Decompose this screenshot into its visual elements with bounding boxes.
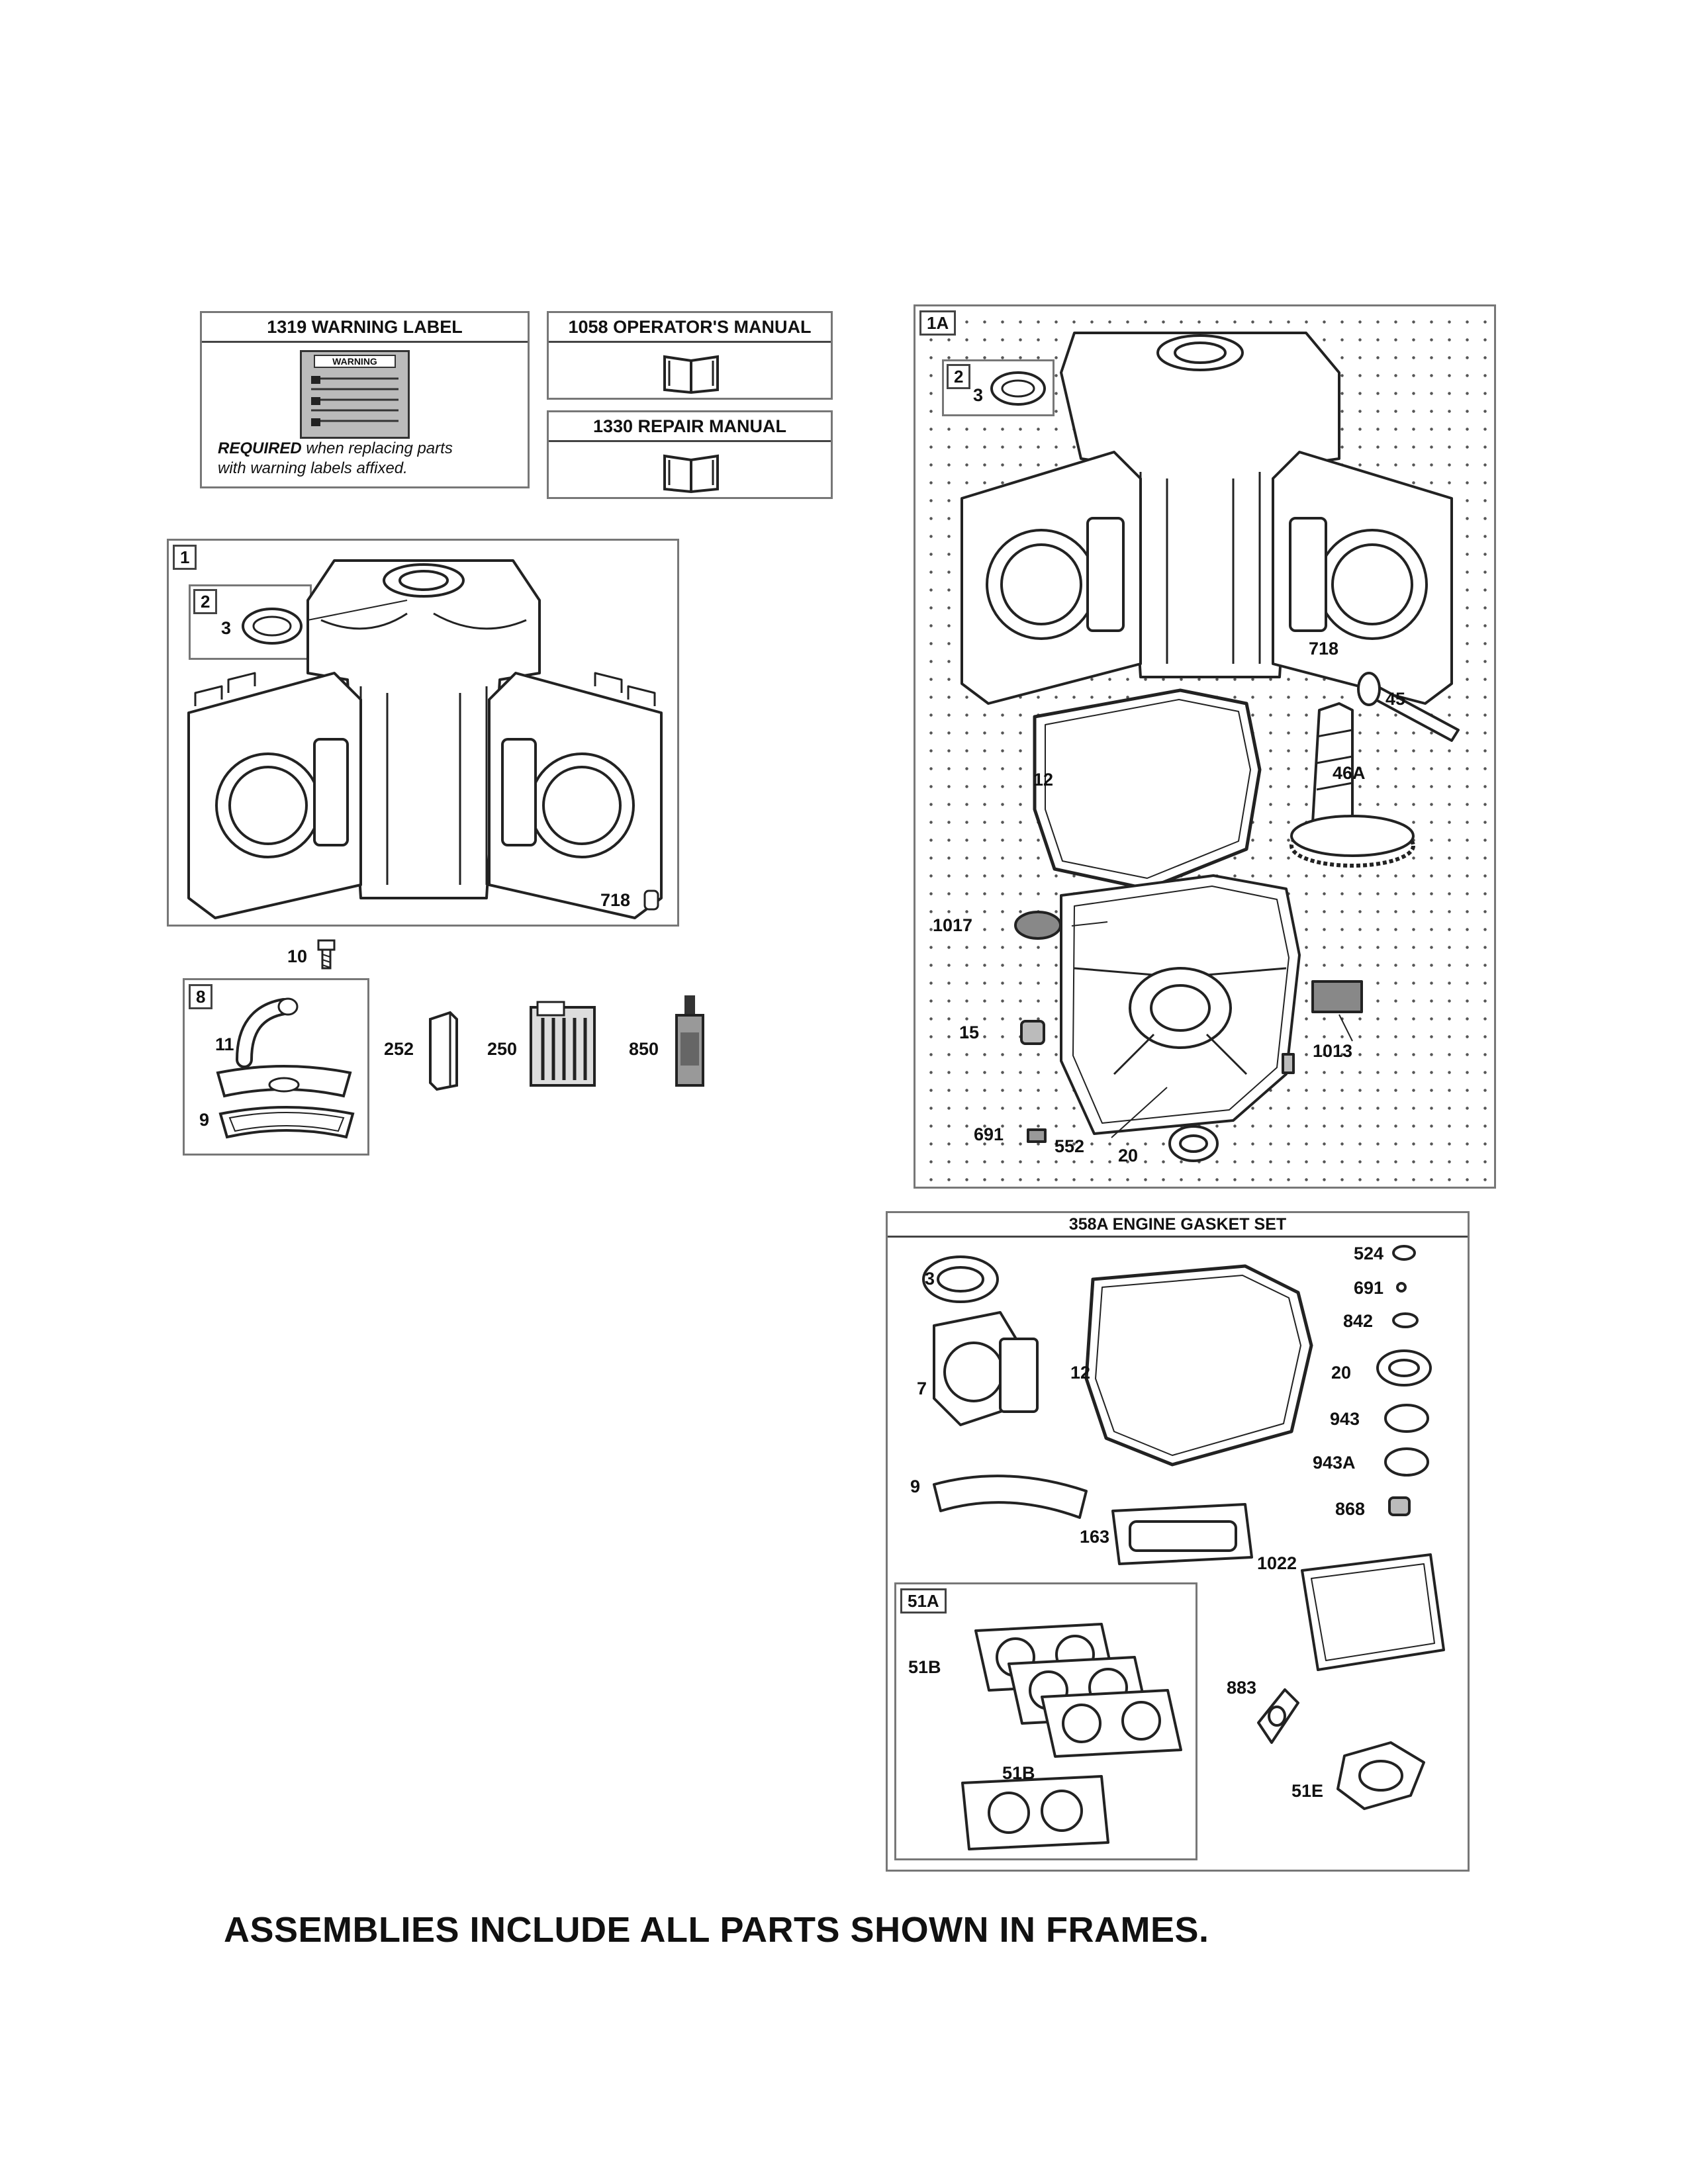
subframe-tag: 51A: [900, 1588, 947, 1614]
subframe-51A-intake-gaskets: 51A 51B 51B: [894, 1582, 1197, 1860]
assemblies-footer-note: ASSEMBLIES INCLUDE ALL PARTS SHOWN IN FR…: [224, 1910, 1209, 1950]
warning-label-title: 1319 WARNING LABEL: [202, 313, 528, 343]
cylinder-block-drawing: [961, 332, 1460, 1162]
cylinder-block-drawing: [187, 559, 663, 919]
breather-cover-icon: [216, 1065, 352, 1098]
part-label-943A: 943A: [1313, 1453, 1356, 1473]
part-label-868: 868: [1335, 1499, 1366, 1519]
warning-label-note: REQUIRED when replacing parts with warni…: [218, 439, 453, 478]
sealant-pack-icon: [530, 1001, 596, 1087]
warning-sticker-image: WARNING: [300, 350, 410, 439]
warning-label-box: 1319 WARNING LABEL WARNING REQUIRED when…: [200, 311, 530, 488]
part-label-11: 11: [215, 1034, 234, 1054]
part-label-10: 10: [287, 946, 308, 966]
part-label-691: 691: [1354, 1278, 1384, 1298]
part-label-20: 20: [1118, 1146, 1139, 1165]
subframe-2: 2 3: [942, 359, 1055, 416]
warning-sticker-text: WARNING: [314, 355, 396, 368]
part-label-45: 45: [1385, 689, 1406, 709]
part-label-7: 7: [917, 1379, 927, 1398]
breather-tube-icon: [236, 997, 299, 1068]
plug-icon: [643, 889, 659, 911]
part-label-883: 883: [1227, 1678, 1257, 1698]
repair-manual-box: 1330 REPAIR MANUAL: [547, 410, 833, 499]
grease-tube-icon: [675, 995, 704, 1087]
part-label-250: 250: [487, 1039, 518, 1059]
part-label-524: 524: [1354, 1244, 1384, 1263]
frame-tag: 8: [189, 984, 213, 1009]
gasket-set-drawing: [922, 1245, 1445, 1810]
part-label-3: 3: [925, 1269, 935, 1289]
part-label-9: 9: [910, 1477, 921, 1496]
part-label-943: 943: [1330, 1409, 1360, 1429]
bolt-icon: [317, 939, 336, 970]
breather-gasket-icon: [218, 1106, 355, 1139]
frame-8-breather-assembly: 8 11 9: [183, 978, 369, 1156]
book-icon: [663, 454, 719, 494]
part-label-12: 12: [1033, 770, 1054, 790]
subframe-tag: 2: [947, 364, 971, 389]
part-label-718: 718: [600, 890, 631, 910]
part-label-691: 691: [974, 1124, 1004, 1144]
warning-note-required: REQUIRED: [218, 439, 302, 457]
oil-seal-icon: [990, 371, 1046, 406]
part-label-46A: 46A: [1333, 763, 1366, 783]
operators-manual-box: 1058 OPERATOR'S MANUAL: [547, 311, 833, 400]
part-label-1013: 1013: [1313, 1041, 1353, 1061]
gasket-set-title: 358A ENGINE GASKET SET: [888, 1213, 1468, 1238]
warning-note-line2: with warning labels affixed.: [218, 459, 408, 477]
part-label-252: 252: [384, 1039, 414, 1059]
part-label-3: 3: [221, 618, 232, 638]
intake-gaskets-drawing: [961, 1623, 1182, 1850]
part-label-9: 9: [199, 1110, 210, 1130]
warning-note-line1: when replacing parts: [301, 439, 453, 457]
part-label-163: 163: [1080, 1527, 1110, 1547]
part-label-12: 12: [1070, 1363, 1091, 1383]
part-label-20: 20: [1331, 1363, 1352, 1383]
part-label-3: 3: [973, 385, 984, 405]
part-label-718: 718: [1309, 639, 1339, 659]
frame-tag: 1A: [919, 310, 957, 336]
part-label-1017: 1017: [933, 915, 973, 935]
frame-1A-short-block: 1A 2 3: [914, 304, 1496, 1189]
part-label-15: 15: [959, 1023, 980, 1042]
subframe-tag: 2: [193, 589, 218, 614]
operators-manual-title: 1058 OPERATOR'S MANUAL: [549, 313, 831, 343]
sealant-stick-icon: [429, 1011, 458, 1091]
engine-gasket-set-frame: 358A ENGINE GASKET SET: [886, 1211, 1470, 1872]
part-label-842: 842: [1343, 1311, 1374, 1331]
book-icon: [663, 355, 719, 394]
part-label-51E: 51E: [1291, 1781, 1324, 1801]
frame-1-cylinder-assembly: 1 2 3 718: [167, 539, 679, 927]
part-label-1022: 1022: [1257, 1553, 1297, 1573]
frame-tag: 1: [173, 545, 197, 570]
oil-seal-icon: [242, 608, 303, 645]
part-label-552: 552: [1055, 1136, 1085, 1156]
part-label-850: 850: [629, 1039, 659, 1059]
repair-manual-title: 1330 REPAIR MANUAL: [549, 412, 831, 442]
part-label-51B: 51B: [908, 1657, 941, 1677]
part-label-51B: 51B: [1002, 1763, 1035, 1783]
